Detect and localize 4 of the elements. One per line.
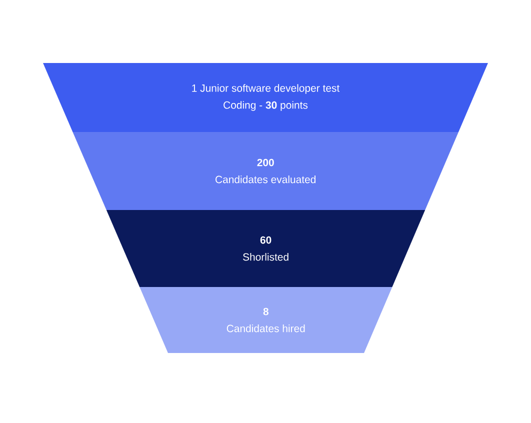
funnel-band: 60 Shorlisted <box>106 210 426 287</box>
funnel-band: 200 Candidates evaluated <box>72 132 458 210</box>
funnel-band: 8 Candidates hired <box>140 287 392 353</box>
funnel-band: 1 Junior software developer test Coding - 30 points <box>43 63 488 132</box>
